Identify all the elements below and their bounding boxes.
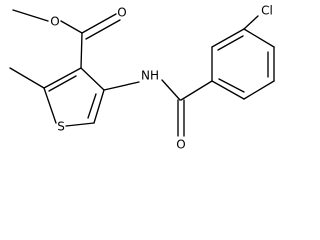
chemical-structure-canvas: O O S NH O Cl: [9, 3, 275, 152]
bond-phenyl-chlorine: [243, 15, 259, 30]
chlorine-label: Cl: [261, 4, 273, 18]
thiophene-sulfur-label: S: [57, 120, 65, 134]
amide-carbonyl-oxygen-label: O: [176, 138, 185, 152]
bond-thiophene-c3-c2: [43, 67, 82, 89]
bond-phenyl-c3-c4: [243, 28, 275, 48]
bond-nh-amide-carbon: [161, 79, 181, 101]
bond-thiophene-c3-c2-inner: [48, 75, 77, 92]
bond-phenyl-inner-1: [217, 35, 244, 51]
bond-phenyl-c6-c1: [211, 80, 245, 100]
bond-sulfur-thiophene-c5: [65, 122, 95, 127]
bond-thiophene-c5-c4-inner: [87, 93, 97, 119]
bond-thiophene-methyl: [9, 67, 45, 89]
bond-thiophene-c3-c4: [80, 67, 105, 91]
bond-thiophene-c5-c4: [93, 89, 105, 124]
bond-methoxy-oxygen-carbonyl-carbon: [60, 20, 83, 34]
molecule-diagram: O O S NH O Cl: [9, 4, 275, 152]
bond-phenyl-c5-c6: [243, 80, 275, 100]
amide-nitrogen-label: NH: [141, 69, 159, 83]
bond-phenyl-c2-c3: [211, 28, 245, 48]
bond-ester-carbonyl-double-2: [85, 19, 121, 40]
methoxy-oxygen-label: O: [50, 15, 59, 29]
bond-carbonyl-carbon-ring-carbon: [80, 32, 83, 69]
bond-thiophene-nh: [103, 81, 140, 91]
bond-thiophene-c2-sulfur: [43, 87, 57, 124]
bond-amide-carbon-aryl: [180, 80, 213, 101]
bond-layer: [9, 9, 275, 137]
bond-methyl-methoxy-oxygen: [12, 9, 49, 22]
ester-carbonyl-oxygen-label: O: [117, 6, 126, 20]
bond-phenyl-inner-3: [218, 78, 245, 93]
bond-ester-carbonyl-double-1: [81, 13, 117, 34]
atom-label-layer: O O S NH O Cl: [50, 4, 273, 152]
